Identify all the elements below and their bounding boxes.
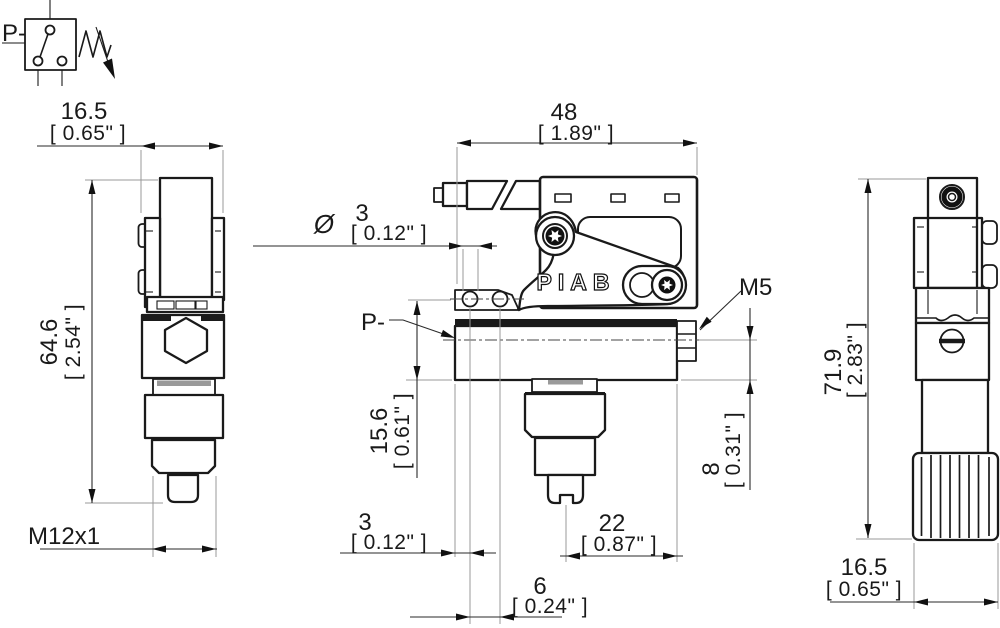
svg-text:16.5: 16.5 bbox=[61, 98, 108, 125]
vent-slot bbox=[554, 193, 572, 203]
svg-text:[ 0.31" ]: [ 0.31" ] bbox=[722, 412, 745, 488]
knurling bbox=[920, 455, 990, 538]
svg-text:8: 8 bbox=[698, 462, 725, 475]
dim-front-width: 48 [ 1.89" ] bbox=[457, 99, 697, 147]
fitting-neck bbox=[533, 436, 597, 477]
adjust-arrow-icon bbox=[95, 26, 109, 63]
clamp-boss bbox=[981, 264, 998, 289]
column-section bbox=[920, 378, 990, 455]
seal-band bbox=[455, 319, 677, 326]
left-side-view bbox=[137, 176, 226, 504]
nozzle-step bbox=[441, 181, 469, 208]
connector-tip bbox=[166, 473, 200, 504]
svg-text:[ 0.12" ]: [ 0.12" ] bbox=[351, 222, 427, 245]
dim-left-height: 64.6 [ 2.54" ] bbox=[36, 180, 96, 503]
spring-icon bbox=[78, 30, 112, 58]
symbol-port-label: P- bbox=[2, 20, 26, 47]
right-side-view bbox=[911, 176, 1000, 542]
knurled-knob bbox=[911, 451, 1000, 542]
thread-section bbox=[150, 438, 217, 475]
dim-hole-edge: 3 [ 0.12" ] bbox=[340, 509, 496, 557]
svg-text:[ 0.12" ]: [ 0.12" ] bbox=[351, 531, 427, 554]
brand-logo: PIAB bbox=[537, 269, 616, 295]
nozzle-tip bbox=[433, 187, 444, 203]
dim-hole-diameter: Ø 3 [ 0.12" ] bbox=[253, 200, 497, 250]
m5-fitting bbox=[676, 320, 697, 362]
svg-text:[ 0.65" ]: [ 0.65" ] bbox=[826, 578, 902, 601]
svg-text:64.6: 64.6 bbox=[36, 319, 63, 366]
dim-hole-pitch: 6 [ 0.24" ] bbox=[410, 573, 588, 621]
svg-text:[ 0.87" ]: [ 0.87" ] bbox=[581, 533, 657, 556]
svg-text:71.9: 71.9 bbox=[820, 349, 847, 396]
front-view: PIAB bbox=[433, 175, 706, 505]
main-body bbox=[453, 324, 679, 382]
svg-text:48: 48 bbox=[551, 99, 578, 126]
cartridge-body bbox=[158, 176, 214, 302]
sensor-housing bbox=[143, 393, 225, 440]
clamp-boss bbox=[981, 220, 998, 245]
dim-right-width: 16.5 [ 0.65" ] bbox=[826, 554, 998, 606]
vent-slot bbox=[664, 193, 680, 203]
dim-thread-m12: M12x1 bbox=[28, 523, 217, 553]
svg-text:[ 1.89" ]: [ 1.89" ] bbox=[538, 122, 614, 145]
svg-text:22: 22 bbox=[599, 510, 626, 537]
svg-text:3: 3 bbox=[358, 509, 371, 536]
diameter-symbol: Ø bbox=[313, 209, 336, 239]
svg-text:M5: M5 bbox=[739, 274, 772, 301]
svg-text:M12x1: M12x1 bbox=[28, 523, 100, 550]
clamp-flange-right bbox=[210, 216, 226, 302]
clamp-block bbox=[912, 216, 984, 290]
dim-right-height: 71.9 [ 2.83" ] bbox=[820, 179, 872, 538]
fitting-stem bbox=[546, 473, 585, 505]
svg-text:[ 0.65" ]: [ 0.65" ] bbox=[50, 122, 126, 145]
dim-left-width: 16.5 [ 0.65" ] bbox=[37, 98, 223, 150]
fitting-body bbox=[523, 392, 607, 439]
nozzle-collar bbox=[499, 179, 542, 211]
svg-text:P-: P- bbox=[361, 309, 385, 336]
vent-plate bbox=[145, 295, 225, 314]
dim-fitting-offset: 22 [ 0.87" ] bbox=[560, 510, 683, 560]
dimensions: 16.5 [ 0.65" ] 64.6 [ 2.54" ] M12x1 48 [… bbox=[28, 98, 998, 621]
dim-m5-offset: 8 [ 0.31" ] bbox=[698, 308, 754, 490]
svg-text:15.6: 15.6 bbox=[366, 408, 393, 455]
svg-text:[ 0.24" ]: [ 0.24" ] bbox=[512, 595, 588, 618]
clamp-split-line bbox=[916, 314, 989, 322]
svg-text:[ 2.54" ]: [ 2.54" ] bbox=[62, 304, 85, 380]
svg-text:[ 0.61" ]: [ 0.61" ] bbox=[391, 393, 414, 469]
vent-slot bbox=[610, 193, 626, 203]
extension-lines bbox=[85, 147, 999, 624]
hex-nut bbox=[163, 316, 209, 365]
svg-text:6: 6 bbox=[533, 573, 546, 600]
svg-text:[ 2.83" ]: [ 2.83" ] bbox=[844, 322, 867, 398]
svg-text:16.5: 16.5 bbox=[841, 554, 888, 581]
nozzle-body bbox=[465, 179, 509, 211]
label-vacuum-port: P- bbox=[361, 309, 455, 338]
label-m5-port: M5 bbox=[699, 274, 772, 331]
switch-lever bbox=[39, 33, 49, 58]
dim-port-depth: 15.6 [ 0.61" ] bbox=[366, 301, 421, 478]
svg-text:3: 3 bbox=[355, 200, 368, 227]
pneumatic-symbol: P- bbox=[2, 0, 115, 86]
pivot-hole bbox=[629, 272, 655, 298]
